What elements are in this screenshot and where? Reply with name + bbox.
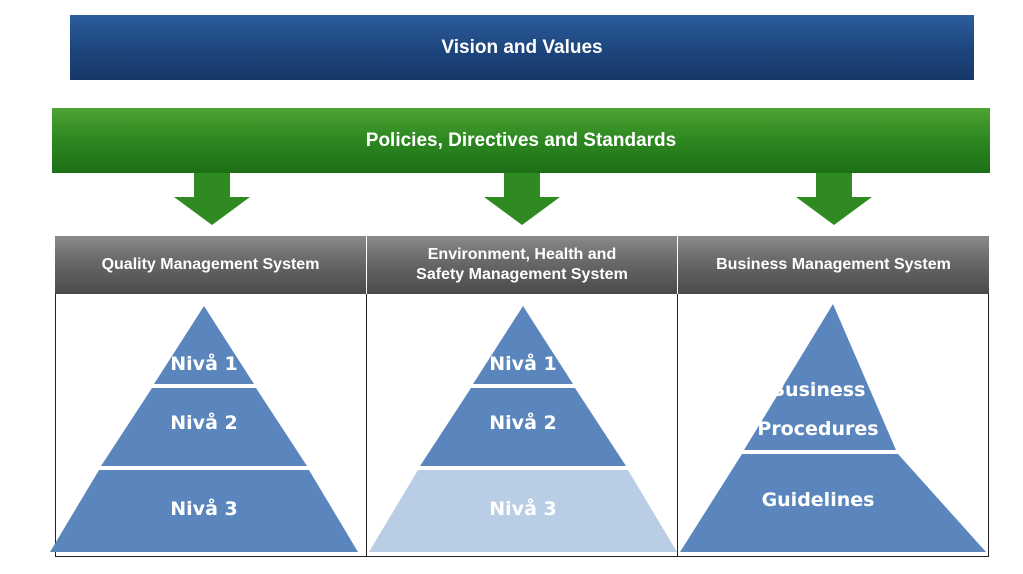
policies-banner: Policies, Directives and Standards <box>52 108 990 173</box>
policies-label: Policies, Directives and Standards <box>365 129 677 151</box>
level-label: Nivå 3 <box>489 496 556 520</box>
quality-pyramid: Nivå 1 Nivå 2 Nivå 3 <box>50 306 358 552</box>
level-label: Nivå 2 <box>489 410 556 434</box>
down-arrow-icon <box>796 173 872 225</box>
header-ehs-management-system: Environment, Health and Safety Managemen… <box>367 236 677 294</box>
business-pyramid: Business Procedures Guidelines <box>680 304 986 552</box>
ehs-pyramid: Nivå 1 Nivå 2 Nivå 3 <box>369 306 677 552</box>
column-divider <box>366 294 367 557</box>
pyramid-level-bottom <box>680 454 986 552</box>
table-bottom-line <box>55 556 989 557</box>
pyramid-level-3 <box>50 470 358 552</box>
vision-label: Vision and Values <box>441 36 603 58</box>
pyramid-level-1 <box>154 306 254 384</box>
pyramid-level-3 <box>369 470 677 552</box>
column-divider <box>677 294 678 557</box>
pyramid-level-2 <box>420 388 626 466</box>
level-label: Nivå 3 <box>170 496 237 520</box>
level-label: Procedures <box>757 418 878 440</box>
header-ehs-label-line2: Safety Management System <box>416 266 628 283</box>
level-label: Nivå 1 <box>489 351 556 375</box>
level-label: Business <box>771 379 866 401</box>
column-divider <box>988 294 989 557</box>
pyramid-level-2 <box>101 388 307 466</box>
pyramid-level-1 <box>473 306 573 384</box>
header-business-label: Business Management System <box>716 256 951 273</box>
level-label: Nivå 1 <box>170 351 237 375</box>
header-quality-label: Quality Management System <box>101 256 320 273</box>
vision-and-values-banner: Vision and Values <box>70 15 974 80</box>
column-divider <box>55 294 56 557</box>
level-label: Guidelines <box>762 489 875 511</box>
level-label: Nivå 2 <box>170 410 237 434</box>
down-arrow-icon <box>174 173 250 225</box>
header-business-management-system: Business Management System <box>678 236 989 294</box>
header-ehs-label-line1: Environment, Health and <box>427 246 617 263</box>
header-quality-management-system: Quality Management System <box>55 236 366 294</box>
pyramid-level-top <box>744 304 896 450</box>
down-arrow-icon <box>484 173 560 225</box>
